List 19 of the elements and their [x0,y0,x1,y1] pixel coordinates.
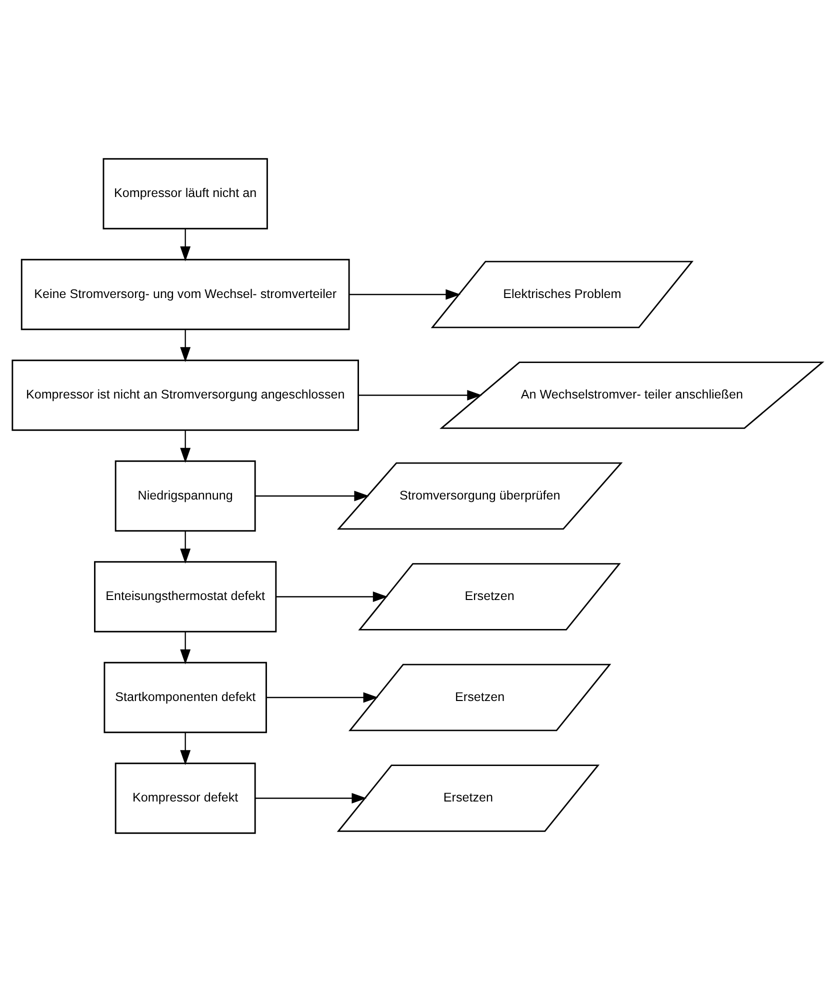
arrow [255,490,370,502]
arrow [358,390,482,400]
arrow [180,430,191,463]
arrow [180,329,191,362]
arrow [266,692,378,703]
arrow [180,228,191,262]
arrow [180,632,191,664]
arrow [180,530,191,564]
node-box: Keine Stromversorg- ung vom Wechsel- stromverteiler [20,258,350,330]
arrow [276,592,388,602]
node-box: Enteisungsthermostat defekt [94,561,277,632]
arrow [180,732,191,766]
node-box: Kompressor ist nicht an Stromversorgung angeschlossen [12,360,359,431]
node-box: Niedrigspannung [114,460,256,532]
node-box: Startkomponenten defekt [104,662,267,734]
arrow [255,793,367,804]
arrow [349,289,461,300]
node-box: Kompressor läuft nicht an [102,158,268,230]
node-box: Kompressor defekt [114,762,256,834]
